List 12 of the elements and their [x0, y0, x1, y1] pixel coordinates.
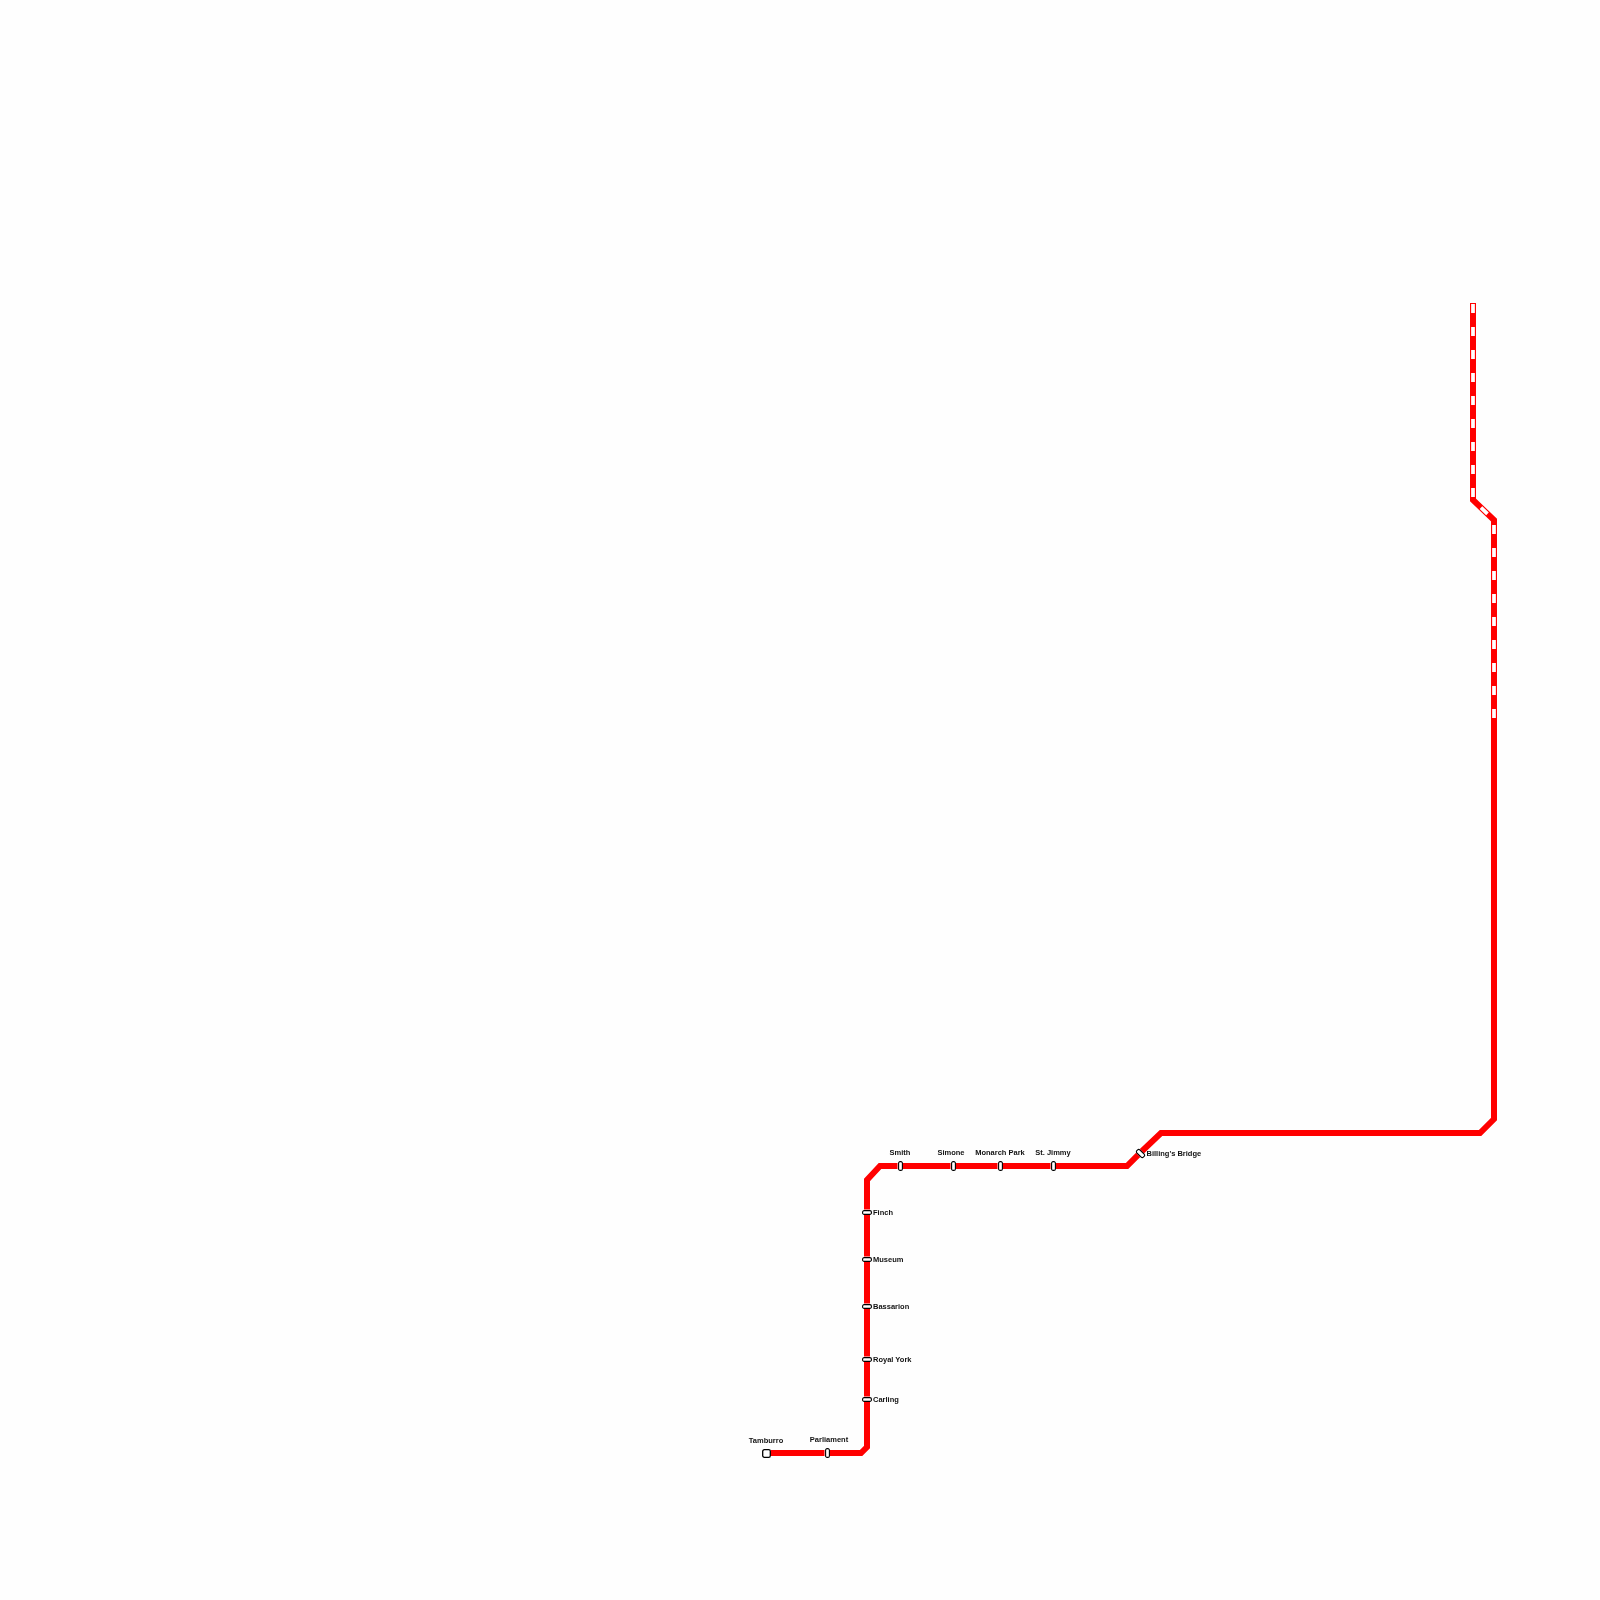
track-line: [864, 1261, 870, 1304]
track-line: [1139, 725, 1497, 1154]
track-line: [1055, 1152, 1141, 1169]
track-line: [770, 1450, 825, 1456]
track-line: [864, 1308, 870, 1357]
track-line: [864, 1214, 870, 1257]
track-line: [1002, 1163, 1051, 1169]
track-line: [955, 1163, 998, 1169]
track-line: [864, 1163, 898, 1210]
track-line: [829, 1401, 870, 1456]
track-line: [864, 1361, 870, 1397]
track-line: [902, 1163, 951, 1169]
